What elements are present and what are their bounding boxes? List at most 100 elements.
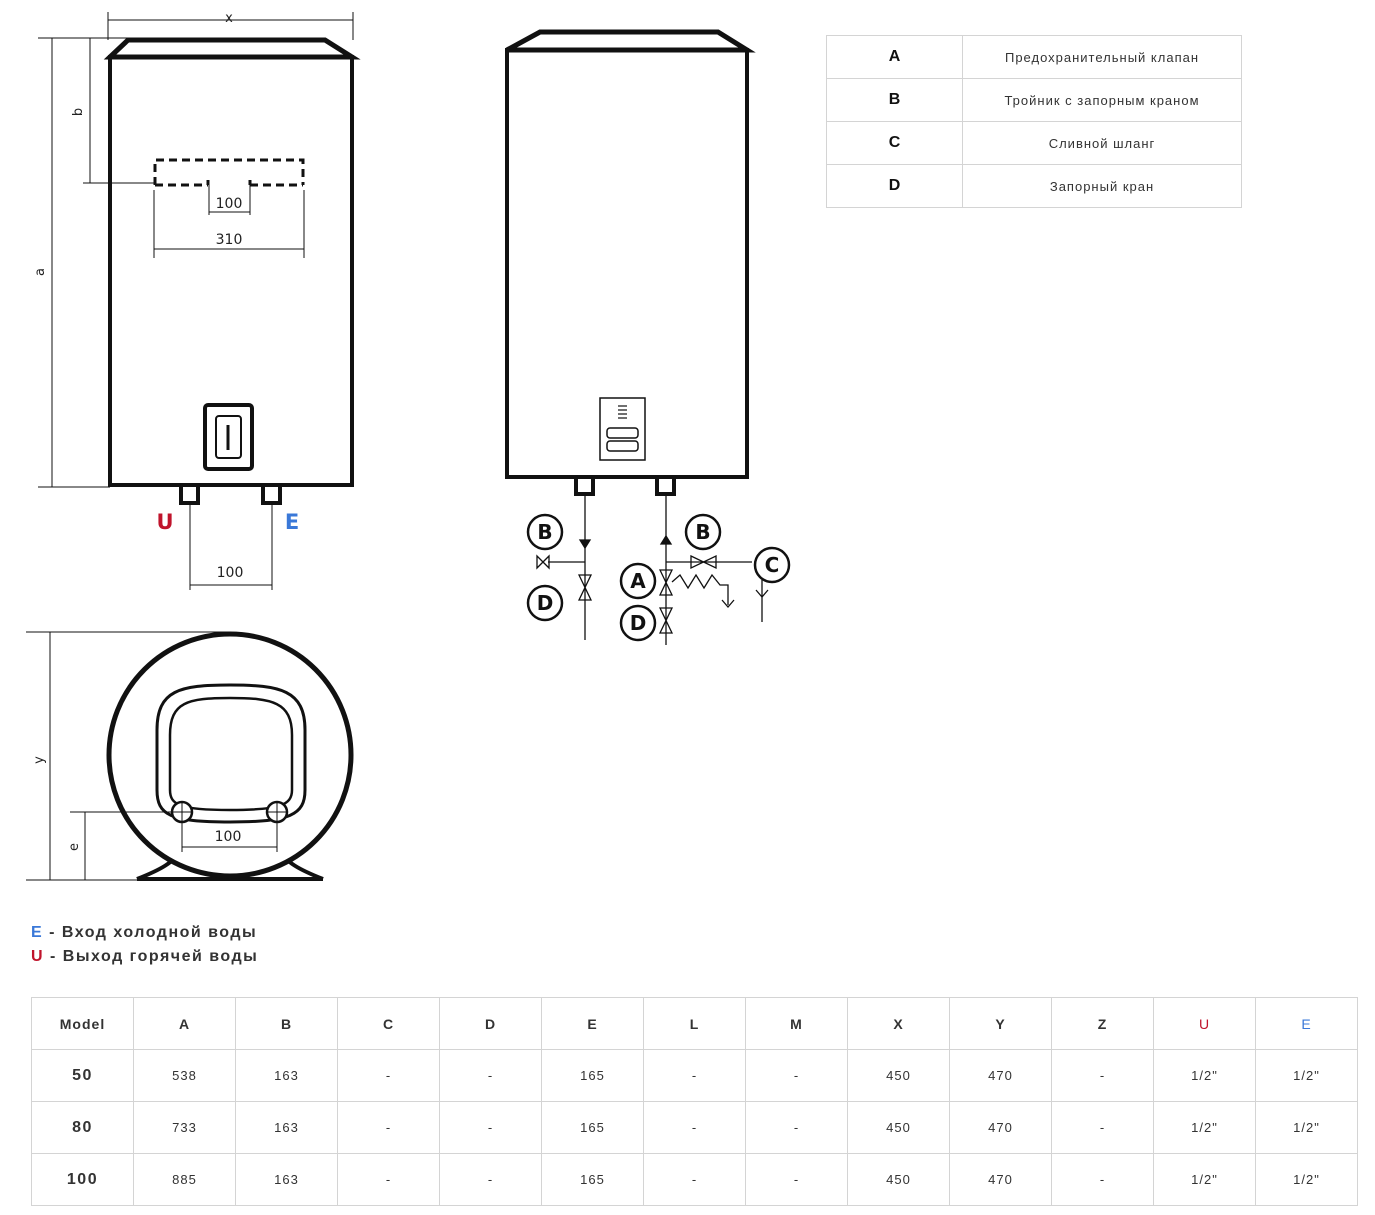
legend-value: Тройник с запорным краном <box>962 78 1242 122</box>
control-panel-icon <box>203 403 254 471</box>
hot-outlet-note: U - Выход горячей воды <box>31 945 258 969</box>
legend-key: D <box>826 164 963 208</box>
table-cell: 470 <box>949 1101 1052 1154</box>
dimension-100-label: 100 <box>216 196 243 212</box>
bottom-pipe-spacing-label: 100 <box>215 829 242 845</box>
legend-key: A <box>826 35 963 79</box>
table-cell: - <box>1051 1049 1154 1102</box>
table-cell: 163 <box>235 1101 338 1154</box>
installation-view: B D B A D C <box>505 29 791 645</box>
table-cell: 1/2" <box>1255 1153 1358 1206</box>
column-header: Model <box>31 997 134 1050</box>
table-cell: 450 <box>847 1049 950 1102</box>
table-cell: - <box>643 1153 746 1206</box>
table-cell: 165 <box>541 1049 644 1102</box>
legend-key: C <box>826 121 963 165</box>
table-cell: - <box>337 1101 440 1154</box>
table-cell: 163 <box>235 1153 338 1206</box>
front-view: x a b 100 310 100 U E <box>33 11 361 590</box>
column-header: L <box>643 997 746 1050</box>
table-cell: 733 <box>133 1101 236 1154</box>
table-cell: 470 <box>949 1049 1052 1102</box>
column-header: Z <box>1051 997 1154 1050</box>
column-header: E <box>541 997 644 1050</box>
table-cell: 538 <box>133 1049 236 1102</box>
legend-value: Запорный кран <box>962 164 1242 208</box>
schematic-b-right: B <box>695 520 710 544</box>
pipe-spacing-label: 100 <box>217 565 244 581</box>
note-text: - Вход холодной воды <box>43 924 258 941</box>
water-heater-drawing: x a b 100 310 100 U E <box>26 11 791 881</box>
legend-value: Предохранительный клапан <box>962 35 1242 79</box>
note-text: - Выход горячей воды <box>44 948 259 965</box>
column-header: M <box>745 997 848 1050</box>
table-cell: - <box>643 1101 746 1154</box>
dimension-e-label: e <box>67 843 82 851</box>
table-cell: 1/2" <box>1153 1101 1256 1154</box>
hot-outlet-label: U <box>156 510 173 534</box>
legend-value: Сливной шланг <box>962 121 1242 165</box>
table-cell: - <box>337 1049 440 1102</box>
bottom-view: y e 100 <box>26 631 354 881</box>
schematic-a: A <box>630 569 646 593</box>
table-cell: - <box>337 1153 440 1206</box>
table-cell: - <box>1051 1153 1154 1206</box>
table-cell: 885 <box>133 1153 236 1206</box>
dimension-y-label: y <box>32 756 47 764</box>
table-cell: - <box>439 1153 542 1206</box>
schematic-d-right: D <box>630 611 647 635</box>
note-key: E <box>31 924 44 941</box>
dimension-b-label: b <box>71 108 86 116</box>
table-cell: - <box>439 1101 542 1154</box>
column-header: D <box>439 997 542 1050</box>
schematic-c: C <box>765 553 780 577</box>
table-cell: 450 <box>847 1101 950 1154</box>
table-cell: - <box>745 1153 848 1206</box>
schematic-d-left: D <box>537 591 554 615</box>
column-header: B <box>235 997 338 1050</box>
column-header: E <box>1255 997 1358 1050</box>
table-cell: 1/2" <box>1255 1049 1358 1102</box>
table-cell: 470 <box>949 1153 1052 1206</box>
table-cell: 165 <box>541 1153 644 1206</box>
table-cell: - <box>643 1049 746 1102</box>
column-header: C <box>337 997 440 1050</box>
table-cell: 165 <box>541 1101 644 1154</box>
table-cell: 1/2" <box>1255 1101 1358 1154</box>
model-cell: 80 <box>31 1101 134 1154</box>
column-header: X <box>847 997 950 1050</box>
legend-key: B <box>826 78 963 122</box>
dimension-a-label: a <box>33 268 48 276</box>
column-header: U <box>1153 997 1256 1050</box>
table-cell: - <box>439 1049 542 1102</box>
model-cell: 100 <box>31 1153 134 1206</box>
pipe-notes: E - Вход холодной воды U - Выход горячей… <box>31 921 258 969</box>
display-panel-icon <box>599 397 646 461</box>
dimension-310-label: 310 <box>216 232 243 248</box>
table-cell: 1/2" <box>1153 1049 1256 1102</box>
dimension-x-label: x <box>225 11 233 26</box>
column-header: A <box>133 997 236 1050</box>
table-cell: - <box>1051 1101 1154 1154</box>
table-cell: - <box>745 1101 848 1154</box>
cold-inlet-note: E - Вход холодной воды <box>31 921 258 945</box>
table-cell: 163 <box>235 1049 338 1102</box>
cold-inlet-label: E <box>285 510 299 534</box>
column-header: Y <box>949 997 1052 1050</box>
table-cell: 1/2" <box>1153 1153 1256 1206</box>
table-cell: 450 <box>847 1153 950 1206</box>
table-cell: - <box>745 1049 848 1102</box>
schematic-b-left: B <box>537 520 552 544</box>
model-cell: 50 <box>31 1049 134 1102</box>
note-key: U <box>31 948 45 965</box>
